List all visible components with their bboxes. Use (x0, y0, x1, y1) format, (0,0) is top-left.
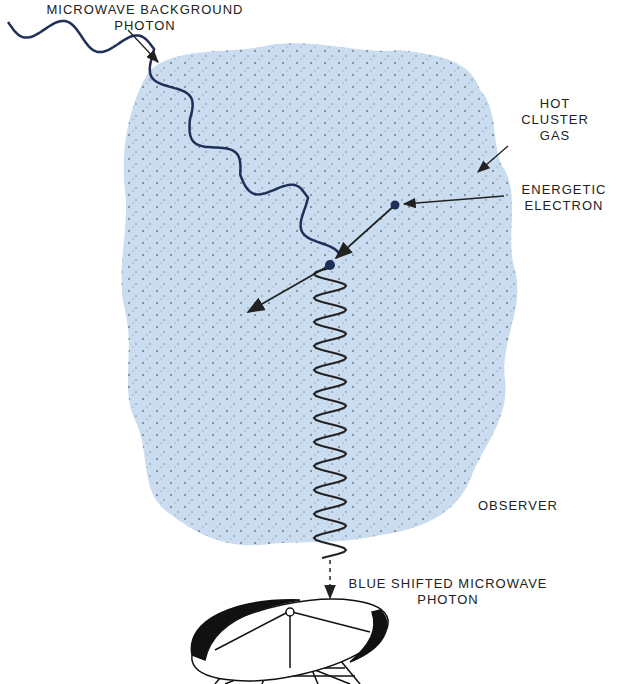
background-photon-wave (8, 21, 340, 256)
label-text: MICROWAVE BACKGROUND PHOTON (30, 2, 260, 34)
label-text: BLUE SHIFTED MICROWAVE PHOTON (348, 576, 548, 608)
radio-dish (185, 584, 396, 684)
label-text: ENERGETIC ELECTRON (508, 182, 620, 214)
electron-scattered (248, 265, 330, 312)
label-text: OBSERVER (478, 498, 588, 514)
leader-arrow (404, 196, 504, 204)
blue-shifted-photon-wave (314, 268, 346, 558)
scatter-point (325, 260, 335, 270)
photon-dashed-path (329, 560, 331, 598)
electron-incoming (336, 205, 395, 258)
leader-arrow (478, 146, 508, 172)
label-text: HOT CLUSTER GAS (510, 96, 600, 144)
electron (391, 201, 400, 210)
leader-arrow (128, 30, 158, 62)
